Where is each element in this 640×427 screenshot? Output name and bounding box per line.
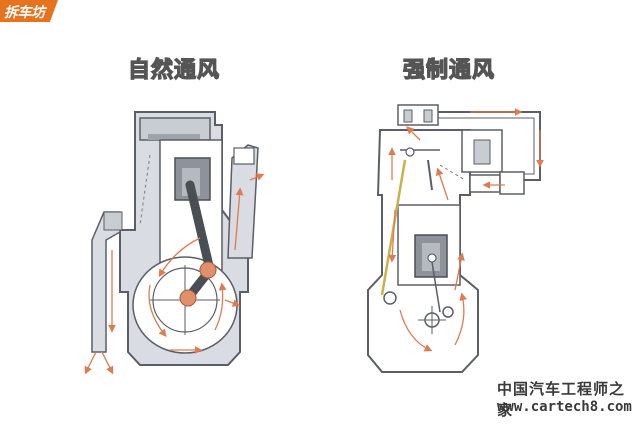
watermark-line2: www.cartech8.com [497,399,632,415]
title-forced-ventilation: 强制通风 [402,57,496,83]
natural-ventilation-engine [84,111,265,375]
logo-badge [0,0,58,22]
logo-text: 拆车坊 [4,5,45,21]
title-natural-ventilation: 自然通风 [127,57,221,83]
watermark-line1: 中国汽车工程师之家 [497,380,626,419]
forced-ventilation-engine [367,104,544,373]
